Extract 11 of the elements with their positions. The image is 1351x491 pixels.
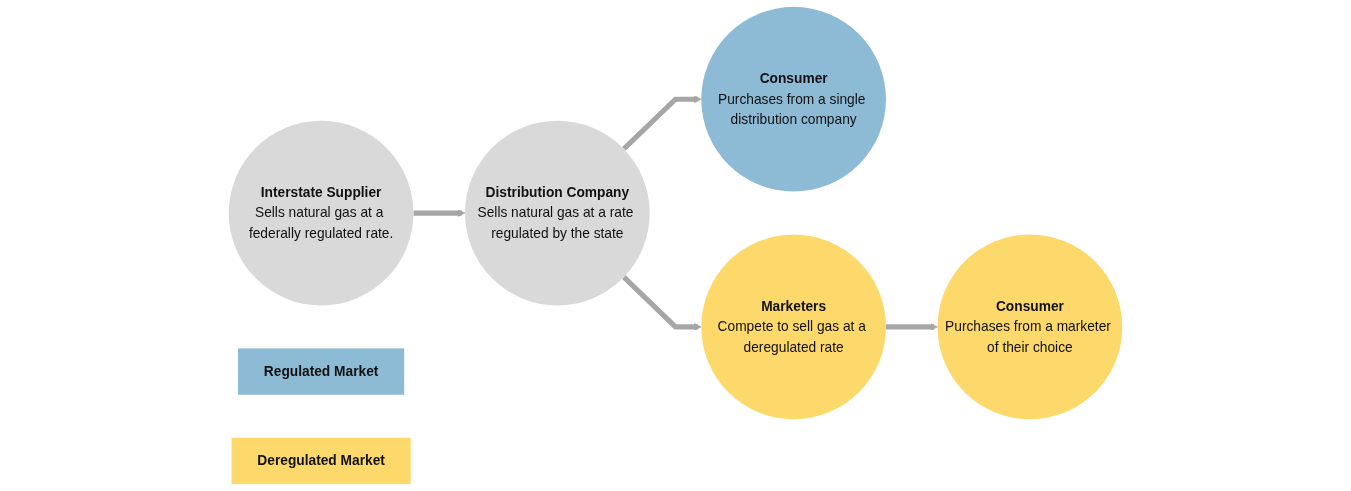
node-circle: Interstate Supplier Sells natural gas at a federally regulated rate. — [228, 120, 414, 306]
arrow — [413, 209, 466, 217]
node-circle: Consumer Purchases from a single distribution company — [701, 6, 886, 192]
node-box: Deregulated Market — [231, 437, 411, 485]
node-circle: Marketers Compete to sell gas at a deregulated rate — [701, 234, 886, 420]
arrow — [622, 275, 702, 331]
node-circle: Consumer Purchases from a marketer of their choice — [937, 234, 1123, 420]
node-circle: Distribution Company Sells natural gas at a rate regulated by the state — [465, 120, 650, 306]
node-box: Regulated Market — [238, 348, 405, 395]
arrow — [622, 95, 702, 151]
arrow — [886, 323, 938, 331]
